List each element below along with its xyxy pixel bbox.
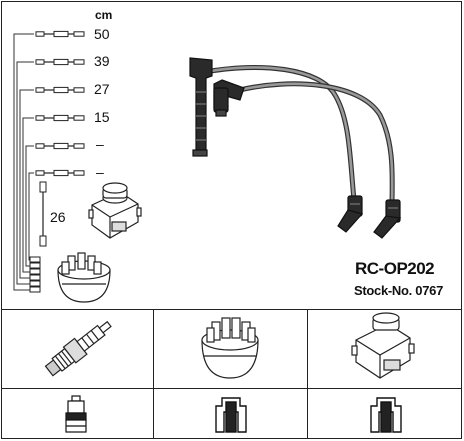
divider-col-2 <box>307 309 308 439</box>
cable-row-3 <box>35 86 85 94</box>
length-label-6: – <box>96 164 104 180</box>
divider-col-1 <box>153 309 154 439</box>
connector-terminal-icon-2 <box>370 397 402 433</box>
distributor-cap-icon <box>201 317 259 379</box>
distributor-cap-small-icon <box>57 252 111 303</box>
unit-label: cm <box>95 8 113 22</box>
cable-row-4 <box>35 114 85 122</box>
length-label-2: 39 <box>94 53 110 69</box>
length-label-5: – <box>96 136 104 152</box>
cable-row-2 <box>35 58 85 66</box>
ignition-coil-icon <box>351 312 415 379</box>
divider-top <box>1 309 462 310</box>
length-label-4: 15 <box>94 109 110 125</box>
divider-bottom <box>1 388 462 389</box>
product-code: RC-OP202 <box>355 259 435 278</box>
ignition-cable-pair-drawing <box>189 57 402 239</box>
cable-row-1 <box>35 30 85 38</box>
stock-number: Stock-No. 0767 <box>354 283 444 298</box>
spark-plug-icon <box>44 320 112 377</box>
side-length-label: 26 <box>50 209 66 225</box>
cable-schematic <box>13 30 85 293</box>
cable-row-5 <box>35 142 85 150</box>
ignition-coil-small-icon <box>88 182 142 239</box>
plug-connector-straight-icon <box>65 395 87 433</box>
length-label-3: 27 <box>94 81 110 97</box>
connector-terminal-icon-1 <box>215 397 247 433</box>
length-label-1: 50 <box>94 26 110 42</box>
cable-row-6 <box>35 169 85 177</box>
